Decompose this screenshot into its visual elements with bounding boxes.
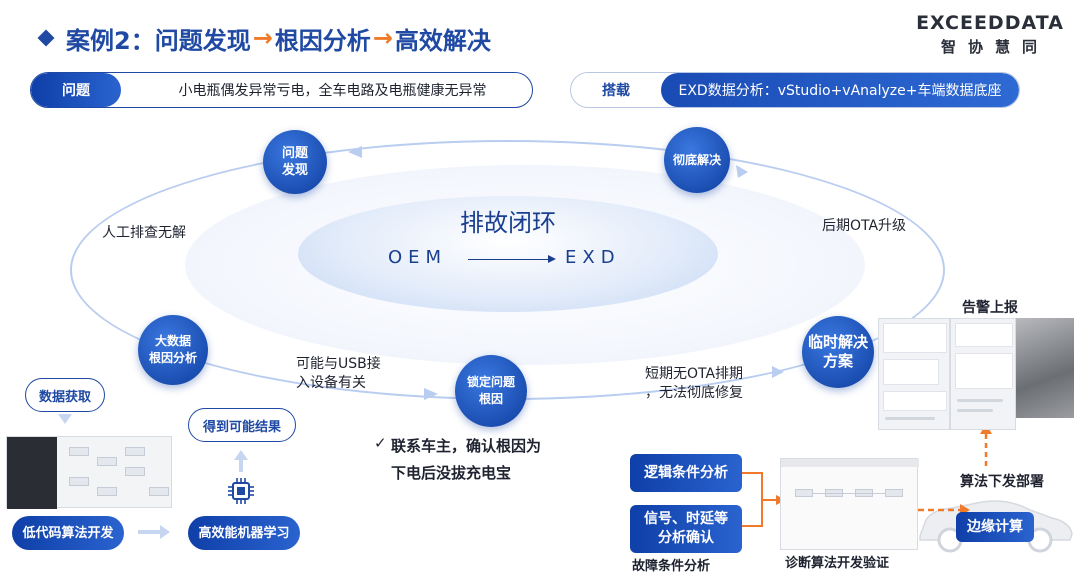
flow-edge — [813, 493, 885, 494]
algorithm-screenshot — [780, 458, 919, 550]
loop-title: 排故闭环 — [460, 209, 556, 237]
node-locate: 锁定问题 根因 — [455, 355, 527, 427]
chat-line — [957, 399, 1003, 402]
label-verify: 诊断算法开发验证 — [785, 556, 890, 571]
page-title: 案例2：问题发现 → 根因分析 → 高效解决 — [37, 20, 491, 56]
box-logic: 逻辑条件分析 — [630, 454, 742, 492]
brand-logo: EXCEEDDATA 智协慧同 — [910, 12, 1070, 57]
flow-node — [125, 447, 145, 456]
platform-text: EXD数据分析：vStudio+vAnalyze+车端数据底座 — [661, 73, 1019, 107]
arrow-up-shaft — [239, 460, 243, 472]
check-icon: ✓ — [374, 434, 387, 452]
chat-line — [885, 417, 935, 420]
chat-bubble — [883, 391, 947, 411]
arrow-down-icon — [58, 414, 72, 424]
title-part2: 根因分析 — [274, 26, 371, 55]
label-alarm: 告警上报 — [962, 300, 1018, 316]
platform-pill: 搭载 EXD数据分析：vStudio+vAnalyze+车端数据底座 — [570, 72, 1020, 108]
title-part1: 案例2：问题发现 — [66, 26, 251, 55]
blurred-photo — [1016, 318, 1074, 418]
flow-node — [97, 487, 117, 496]
label-fault: 故障条件分析 — [632, 559, 711, 574]
label-no-ota: 短期无OTA排期 ，无法彻底修复 — [645, 366, 744, 401]
loop-from: OEM — [388, 247, 448, 268]
ring-arrowhead-right — [736, 165, 748, 178]
chat-bubble — [955, 353, 1013, 389]
flow-node — [97, 457, 117, 466]
box-signal: 信号、时延等 分析确认 — [630, 505, 742, 553]
screenshot-toolbar — [781, 459, 919, 467]
arrow-up-icon — [234, 450, 248, 460]
chat-bubble — [955, 323, 1013, 347]
box-edge: 边缘计算 — [956, 512, 1034, 542]
ring-arrowhead-bottom — [424, 388, 438, 400]
label-deploy: 算法下发部署 — [960, 474, 1044, 490]
dashboard-sidebar — [7, 437, 57, 509]
dashboard-screenshot — [6, 436, 172, 509]
problem-text: 小电瓶偶发异常亏电，全车电路及电瓶健康无异常 — [178, 83, 487, 99]
loop-arrow-line — [468, 259, 550, 260]
box-lowcode: 低代码算法开发 — [12, 516, 124, 550]
loop-center-ellipse — [298, 196, 718, 312]
label-ota-upgrade: 后期OTA升级 — [822, 218, 907, 234]
node-temp: 临时解决 方案 — [802, 316, 874, 388]
title-arrow-2: → — [372, 24, 393, 52]
flow-node — [69, 447, 89, 456]
node-bigdata: 大数据 根因分析 — [138, 315, 208, 385]
title-part3: 高效解决 — [394, 26, 491, 55]
chat-bubble — [883, 359, 939, 385]
arrow-right-icon — [160, 525, 170, 539]
ring-arrowhead-top — [348, 146, 362, 158]
connector-line — [742, 472, 776, 501]
flow-node — [125, 467, 145, 476]
chat-bubble — [883, 323, 947, 353]
loop-to: EXD — [565, 247, 621, 268]
node-resolve: 彻底解决 — [664, 127, 730, 193]
flow-node — [885, 489, 903, 497]
problem-tag: 问题 — [31, 73, 121, 107]
flow-node — [69, 477, 89, 486]
chip-icon — [228, 478, 254, 504]
node-discover: 问题 发现 — [263, 130, 327, 194]
box-ml: 高效能机器学习 — [188, 516, 300, 550]
title-arrow-1: → — [252, 24, 273, 52]
flow-node — [149, 487, 169, 496]
chat-line — [957, 409, 993, 412]
chat-screenshot-2 — [950, 318, 1016, 430]
chat-screenshot-1 — [878, 318, 950, 430]
logo-chinese: 智协慧同 — [940, 38, 1049, 56]
logo-wordmark: EXCEEDDATA — [916, 12, 1064, 34]
platform-tag: 搭载 — [571, 73, 661, 107]
arrow-right-shaft — [138, 530, 160, 534]
ring-arrowhead-bottom-right — [772, 366, 784, 378]
box-data-fetch: 数据获取 — [25, 378, 105, 412]
connector-line — [742, 500, 763, 527]
label-manual: 人工排查无解 — [102, 225, 186, 241]
flow-node — [795, 489, 813, 497]
problem-pill: 问题 小电瓶偶发异常亏电，全车电路及电瓶健康无异常 — [30, 72, 533, 108]
box-result: 得到可能结果 — [188, 408, 296, 442]
label-contact: 联系车主，确认根因为 下电后没拔充电宝 — [391, 437, 542, 482]
loop-arrow-head — [548, 255, 556, 263]
label-usb: 可能与USB接 入设备有关 — [296, 356, 381, 391]
